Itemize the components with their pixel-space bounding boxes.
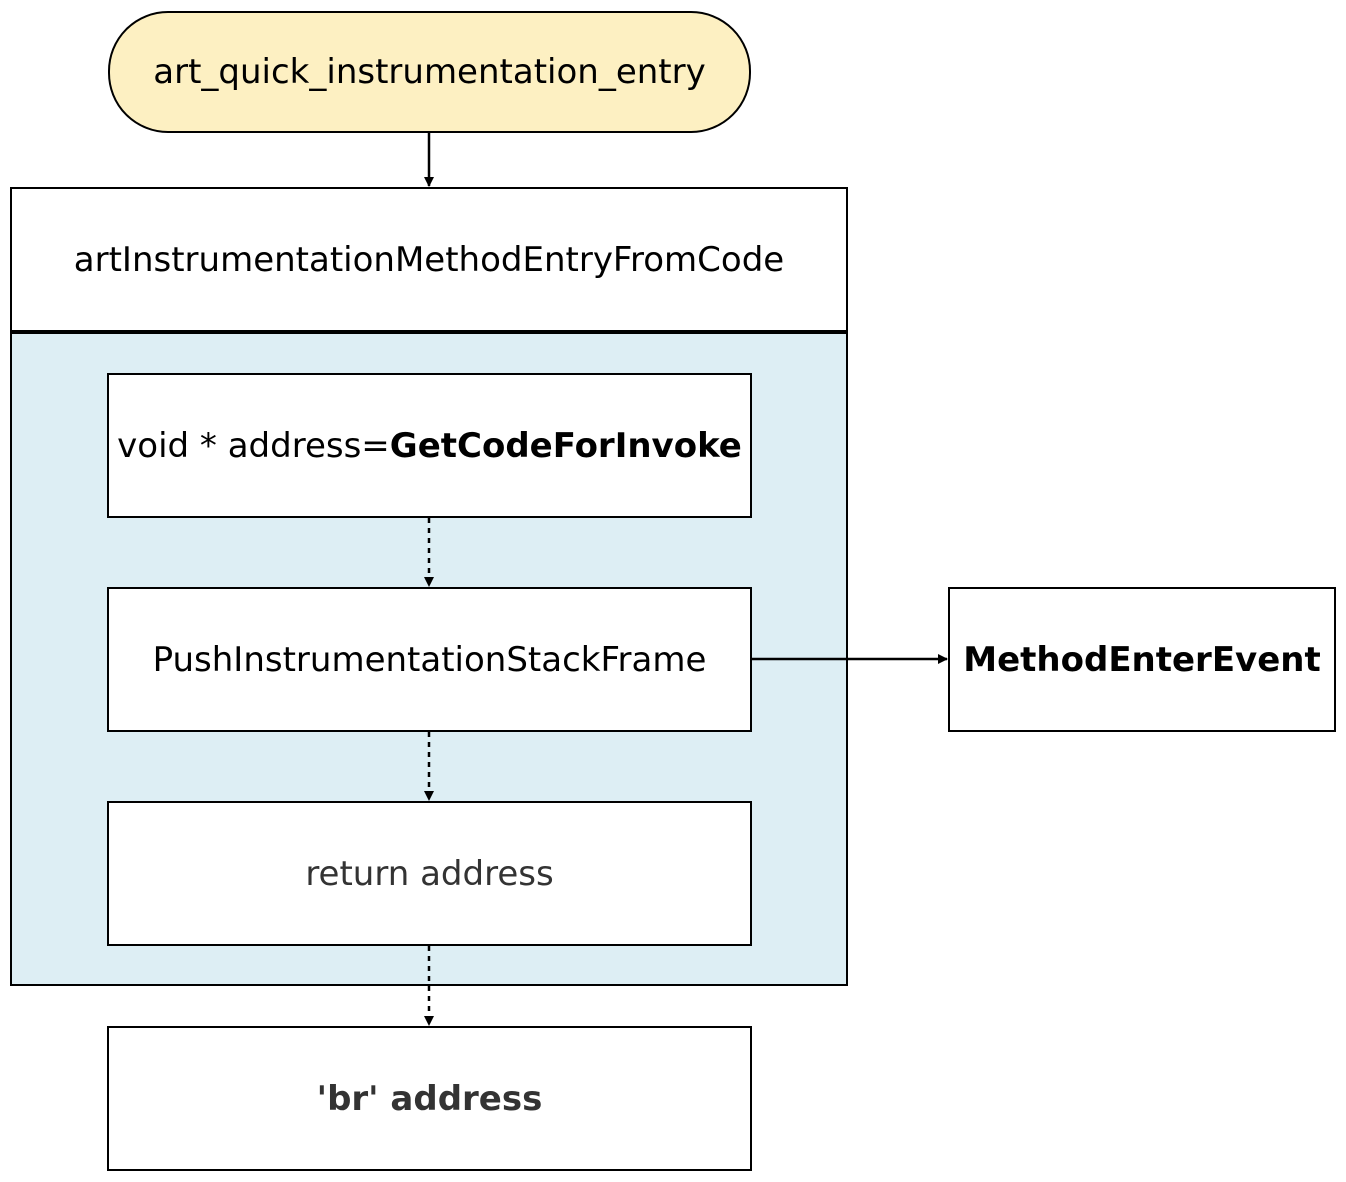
node-label-push-frame: PushInstrumentationStackFrame <box>152 639 707 680</box>
node-art-instrumentation-method-entry-from-code: artInstrumentationMethodEntryFromCode <box>10 187 848 332</box>
node-label-br-address: 'br' address <box>316 1078 543 1119</box>
get-code-prefix: void * address= <box>117 425 390 466</box>
node-label-get-code: void * address=GetCodeForInvoke <box>117 426 742 466</box>
node-art-quick-instrumentation-entry: art_quick_instrumentation_entry <box>108 11 751 133</box>
get-code-call: GetCodeForInvoke <box>389 425 742 466</box>
node-label-entry: art_quick_instrumentation_entry <box>153 52 706 92</box>
node-return-address: return address <box>107 801 752 946</box>
node-label-return-address: return address <box>305 853 554 894</box>
node-br-address: 'br' address <box>107 1026 752 1171</box>
node-method-enter-event: MethodEnterEvent <box>948 587 1336 732</box>
node-push-instrumentation-stack-frame: PushInstrumentationStackFrame <box>107 587 752 732</box>
node-get-code-for-invoke: void * address=GetCodeForInvoke <box>107 373 752 518</box>
node-label-method-enter-event: MethodEnterEvent <box>963 639 1321 680</box>
node-label-from-code: artInstrumentationMethodEntryFromCode <box>73 239 785 280</box>
